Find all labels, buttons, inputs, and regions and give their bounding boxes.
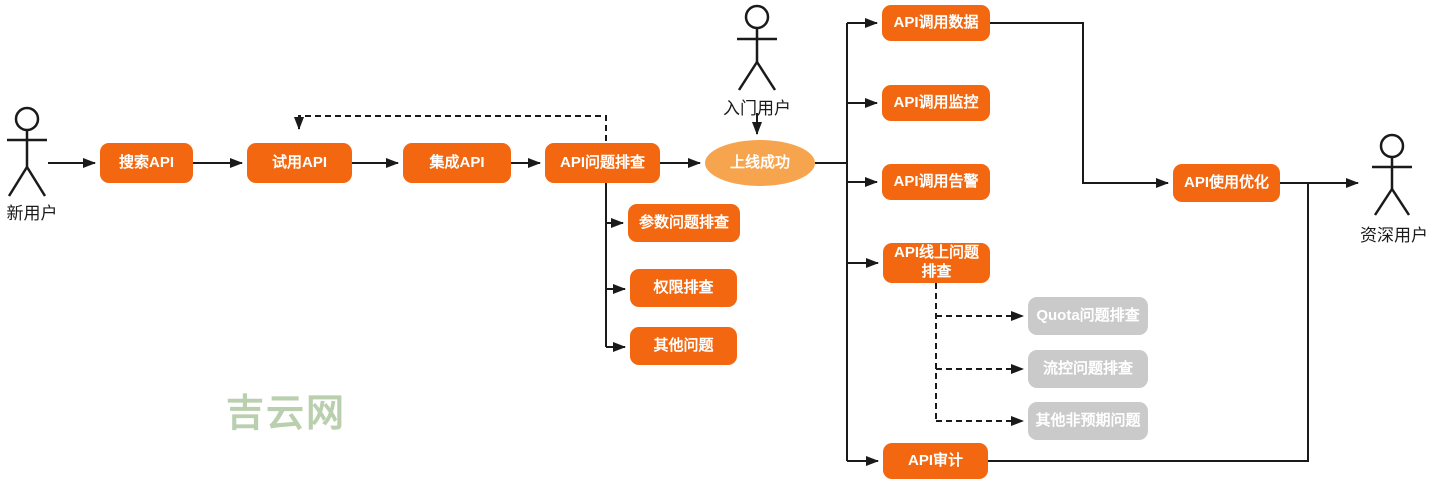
feedback-dashed-connector bbox=[294, 115, 607, 141]
main-flow-connectors bbox=[48, 113, 848, 168]
node-api-call-data[interactable]: API调用数据 bbox=[882, 5, 990, 41]
branch-connectors bbox=[846, 18, 879, 466]
node-api-audit[interactable]: API审计 bbox=[883, 443, 988, 479]
node-param-troubleshoot[interactable]: 参数问题排查 bbox=[628, 204, 740, 242]
troubleshoot-sub-connectors bbox=[605, 183, 626, 352]
beginner-user-label: 入门用户 bbox=[723, 99, 791, 118]
new-user-figure bbox=[7, 106, 47, 197]
new-user-label: 新用户 bbox=[6, 204, 58, 223]
node-trial-api[interactable]: 试用API bbox=[247, 143, 352, 183]
node-integrate-api[interactable]: 集成API bbox=[403, 143, 511, 183]
node-api-online-troubleshoot[interactable]: API线上问题排查 bbox=[883, 243, 990, 283]
node-api-call-alert[interactable]: API调用告警 bbox=[882, 164, 990, 200]
node-api-troubleshoot[interactable]: API问题排查 bbox=[545, 143, 660, 183]
node-api-call-monitor[interactable]: API调用监控 bbox=[882, 85, 990, 121]
watermark: 吉云网 bbox=[226, 393, 347, 435]
node-permission-check[interactable]: 权限排查 bbox=[630, 269, 737, 307]
senior-user-figure bbox=[1372, 133, 1412, 216]
node-search-api[interactable]: 搜索API bbox=[100, 143, 193, 183]
node-api-usage-optimize[interactable]: API使用优化 bbox=[1173, 164, 1280, 202]
output-connectors bbox=[988, 22, 1359, 462]
node-launch-success[interactable]: 上线成功 bbox=[705, 140, 815, 186]
online-troubleshoot-dashed-connectors bbox=[935, 283, 1024, 426]
node-quota-troubleshoot[interactable]: Quota问题排查 bbox=[1028, 297, 1148, 335]
senior-user-label: 资深用户 bbox=[1360, 226, 1428, 245]
node-other-issues[interactable]: 其他问题 bbox=[630, 327, 737, 365]
node-flow-control-troubleshoot[interactable]: 流控问题排查 bbox=[1028, 350, 1148, 388]
node-other-unexpected-issues[interactable]: 其他非预期问题 bbox=[1028, 402, 1148, 440]
beginner-user-figure bbox=[737, 4, 777, 91]
